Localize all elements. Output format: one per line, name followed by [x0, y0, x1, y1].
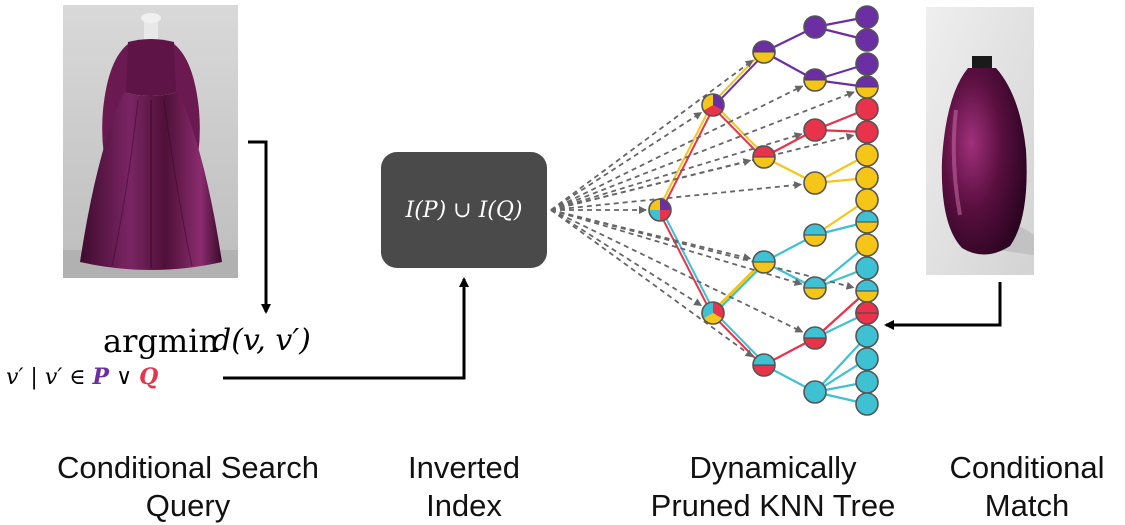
tree-leaf-node: [855, 279, 879, 303]
tree-edge: [713, 311, 766, 365]
tree-leaf-node: [855, 52, 879, 76]
tree-node: [803, 380, 827, 404]
tree-leaf-node: [855, 5, 879, 29]
tree-leaf-node: [855, 75, 879, 99]
tree-edge: [711, 313, 764, 367]
index-pointer-arrow: [550, 209, 804, 333]
tree-edge: [712, 261, 765, 314]
tree-edge: [660, 208, 716, 313]
caption-tree-line1: Dynamically: [689, 450, 857, 485]
index-pointer-arrow: [550, 90, 855, 211]
constraint-prefix: v′ | v′ ∈: [6, 365, 93, 390]
tree-root-node: [648, 198, 672, 222]
index-pointer-arrow: [550, 209, 754, 358]
matched-leaf-node: [855, 301, 879, 325]
distance-label: d(v, v′): [212, 323, 311, 358]
caption-match-line2: Match: [985, 488, 1069, 523]
tree-node: [752, 145, 776, 169]
tree-edge: [713, 52, 766, 107]
tree-edge: [713, 103, 766, 157]
query-to-index-arrow: [223, 277, 469, 380]
tree-edge: [657, 103, 713, 210]
caption-query-line1: Conditional Search: [57, 450, 319, 485]
caption-query-line2: Query: [146, 488, 231, 523]
query-to-expression-arrow: [248, 140, 271, 314]
tree-node: [752, 353, 776, 377]
tree-edge: [657, 210, 713, 315]
caption-tree-line2: Pruned KNN Tree: [651, 488, 896, 523]
tree-leaf-node: [855, 370, 879, 394]
caption-index-line1: Inverted: [408, 450, 520, 485]
tree-leaf-node: [855, 324, 879, 348]
tree-node: [701, 93, 725, 117]
index-pointer-arrow: [550, 85, 804, 211]
tree-edge: [713, 262, 766, 315]
tree-leaf-node: [855, 120, 879, 144]
caption-match-line1: Conditional: [949, 450, 1104, 485]
index-pointer-arrow: [550, 209, 752, 261]
argmin-label: argmin: [103, 322, 219, 360]
tree-leaf-node: [855, 166, 879, 190]
tree-node: [803, 15, 827, 39]
search-expression: argmin d(v, v′) v′ | v′ ∈ P ∨ Q: [6, 322, 311, 390]
tree-node: [803, 68, 827, 92]
tree-leaf-node: [855, 28, 879, 52]
caption-index-line2: Index: [426, 488, 502, 523]
index-pointer-arrow: [550, 59, 754, 211]
tree-leaf-node: [855, 256, 879, 280]
knn-tree: [550, 5, 879, 416]
index-pointer-arrow: [550, 209, 855, 290]
or-symbol: ∨: [109, 365, 139, 390]
match-to-leaf-arrow: [884, 282, 1002, 330]
set-q-label: Q: [139, 364, 158, 390]
tree-node: [803, 326, 827, 350]
tree-leaf-node: [855, 347, 879, 371]
tree-node: [803, 223, 827, 247]
index-box-label: I(P) ∪ I(Q): [405, 198, 523, 223]
tree-edge: [711, 50, 764, 105]
tree-edge: [660, 105, 716, 212]
tree-node: [752, 250, 776, 274]
tree-leaf-node: [855, 188, 879, 212]
tree-node: [803, 276, 827, 300]
set-p-label: P: [92, 364, 111, 390]
query-image-dress: [63, 5, 238, 278]
tree-leaf-node: [855, 392, 879, 416]
index-pointer-arrow: [550, 133, 855, 211]
index-pointer-arrow: [550, 181, 803, 211]
inverted-index-box: [381, 152, 547, 268]
match-image-vase: [926, 7, 1034, 275]
tree-leaf-node: [855, 210, 879, 234]
tree-node: [803, 171, 827, 195]
tree-leaf-node: [855, 143, 879, 167]
tree-node: [752, 40, 776, 64]
svg-text:v′ | v′ ∈ P ∨ Q: v′ | v′ ∈ P ∨ Q: [6, 364, 158, 390]
tree-leaf-node: [855, 233, 879, 257]
index-pointer-arrow: [550, 111, 703, 211]
tree-node: [701, 301, 725, 325]
captions: Conditional Search Query Inverted Index …: [57, 450, 1105, 523]
tree-leaf-node: [855, 97, 879, 121]
index-pointer-arrow: [550, 209, 703, 307]
tree-edge: [814, 335, 868, 393]
tree-node: [803, 118, 827, 142]
tree-edge: [711, 105, 764, 159]
